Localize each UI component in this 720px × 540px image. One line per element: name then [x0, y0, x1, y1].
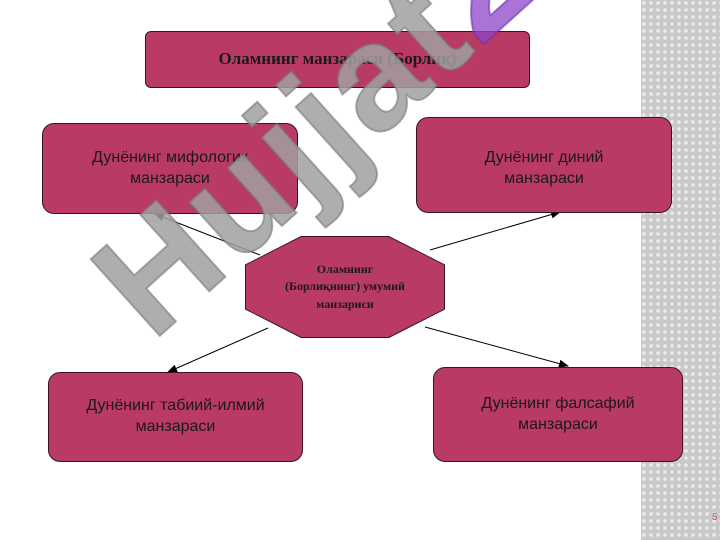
- mythological-worldview-box: Дунёнинг мифологик манзараси: [42, 123, 298, 214]
- arrow-to-religious: [429, 210, 561, 251]
- arrow-to-philosophical: [424, 326, 569, 368]
- center-label: Оламнинг (Борлиқнинг) умумий манзариси: [246, 237, 444, 337]
- scientific-worldview-box: Дунёнинг табиий-илмий манзараси: [48, 372, 303, 462]
- scientific-worldview-label: Дунёнинг табиий-илмий манзараси: [86, 397, 265, 435]
- page-number: 5: [712, 512, 718, 523]
- diagram-title: Оламнинг манзараси (Борлиқ): [218, 49, 457, 69]
- religious-worldview-label: Дунёнинг диний манзараси: [484, 149, 604, 187]
- center-octagon: Оламнинг (Борлиқнинг) умумий манзариси: [245, 236, 445, 338]
- religious-worldview-box: Дунёнинг диний манзараси: [416, 117, 672, 213]
- arrow-to-scientific: [167, 327, 269, 373]
- mythological-worldview-label: Дунёнинг мифологик манзараси: [92, 148, 248, 187]
- philosophical-worldview-box: Дунёнинг фалсафий манзараси: [433, 367, 683, 462]
- philosophical-worldview-label: Дунёнинг фалсафий манзараси: [481, 394, 635, 433]
- arrow-to-mythological: [154, 213, 261, 256]
- diagram-title-box: Оламнинг манзараси (Борлиқ): [145, 31, 530, 88]
